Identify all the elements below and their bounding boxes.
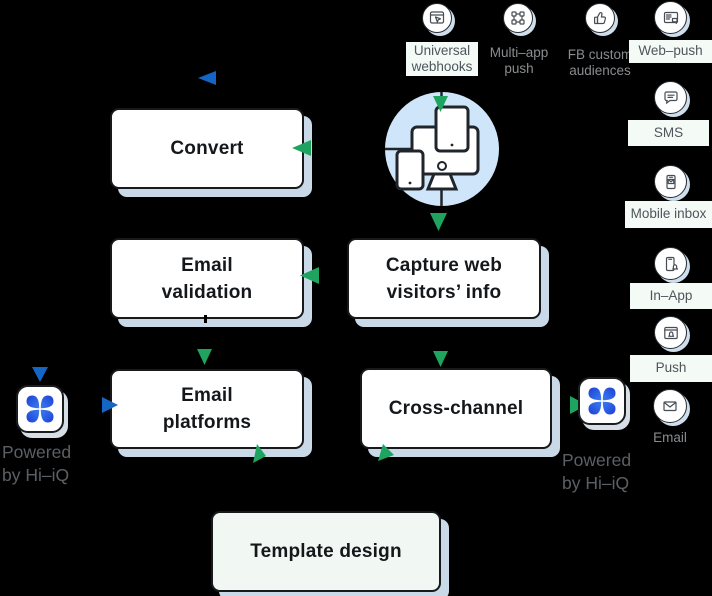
- channel-label-in-app: In–App: [630, 283, 712, 309]
- source-multi-app-push: [503, 3, 533, 33]
- flow-arrowhead-into-capture: [430, 213, 447, 231]
- flow-arrowhead-into-email-platforms: [197, 349, 212, 365]
- multi-device-hub: [385, 92, 499, 206]
- browser-notification-icon: [663, 11, 678, 24]
- flow-arrowhead-right-blue: [102, 397, 118, 413]
- multi-device-hub-illustration: [385, 92, 480, 206]
- flow-arrowhead-from-cross-channel: [378, 444, 394, 461]
- connected-apps-icon: [511, 11, 525, 25]
- node-template-design: Template design: [211, 511, 441, 592]
- tablet-icon: [434, 105, 470, 153]
- source-fb-custom-audiences: [585, 3, 615, 33]
- channel-sms: [654, 81, 687, 114]
- hi-iq-logo-icon: [588, 387, 616, 415]
- channel-push: [654, 316, 687, 349]
- phone-bell-icon: [665, 256, 678, 271]
- channel-label-web-push: Web–push: [629, 40, 712, 63]
- channel-in-app: [654, 247, 687, 280]
- channel-web-push: [654, 1, 687, 34]
- source-label-universal-webhooks: Universal webhooks: [406, 42, 478, 76]
- flow-arrowhead-into-convert: [292, 140, 311, 156]
- node-convert: Convert: [110, 108, 304, 189]
- monitor-stand: [425, 172, 459, 191]
- channel-label-push: Push: [630, 355, 712, 382]
- powered-by-hiiq-right: Powered by Hi–iQ: [562, 450, 632, 494]
- channel-email: [653, 389, 687, 423]
- connector-tick: [204, 315, 207, 323]
- channel-label-mobile-inbox: Mobile inbox: [625, 201, 712, 228]
- window-bell-icon: [663, 326, 678, 339]
- channel-mobile-inbox: [654, 165, 687, 198]
- node-capture-web-visitors-info: Capture web visitors’ info: [347, 238, 541, 319]
- flow-arrowhead-into-hub: [433, 96, 448, 112]
- channel-label-email: Email: [653, 429, 687, 445]
- node-cross-channel: Cross-channel: [360, 368, 552, 449]
- source-universal-webhooks: [422, 3, 452, 33]
- flow-arrowhead-from-email-platforms: [253, 444, 266, 463]
- hi-iq-logo-icon: [26, 395, 54, 423]
- flow-arrowhead-left-blue: [198, 71, 216, 85]
- envelope-icon: [663, 401, 677, 412]
- flow-arrowhead-into-left-logo: [32, 367, 48, 382]
- source-label-fb-custom-audiences: FB custom audiences: [567, 46, 633, 78]
- powered-by-hiiq-left: Powered by Hi–iQ: [2, 442, 72, 486]
- connector-tick: [626, 402, 633, 405]
- phone-icon: [395, 149, 425, 191]
- chat-bubble-icon: [663, 90, 678, 104]
- source-label-multi-app-push: Multi–app push: [489, 44, 549, 76]
- thumbs-up-icon: [593, 12, 607, 25]
- node-email-validation: Email validation: [110, 238, 304, 319]
- flow-arrowhead-into-cross-channel: [433, 351, 448, 367]
- phone-envelope-icon: [665, 174, 676, 189]
- browser-webhook-icon: [429, 11, 445, 24]
- node-email-platforms: Email platforms: [110, 369, 304, 449]
- flow-arrowhead-into-email-validation: [300, 267, 319, 284]
- channel-label-sms: SMS: [628, 120, 709, 146]
- hi-iq-logo-left: [16, 385, 64, 433]
- hi-iq-logo-right: [578, 377, 626, 425]
- connector-tick: [64, 404, 72, 407]
